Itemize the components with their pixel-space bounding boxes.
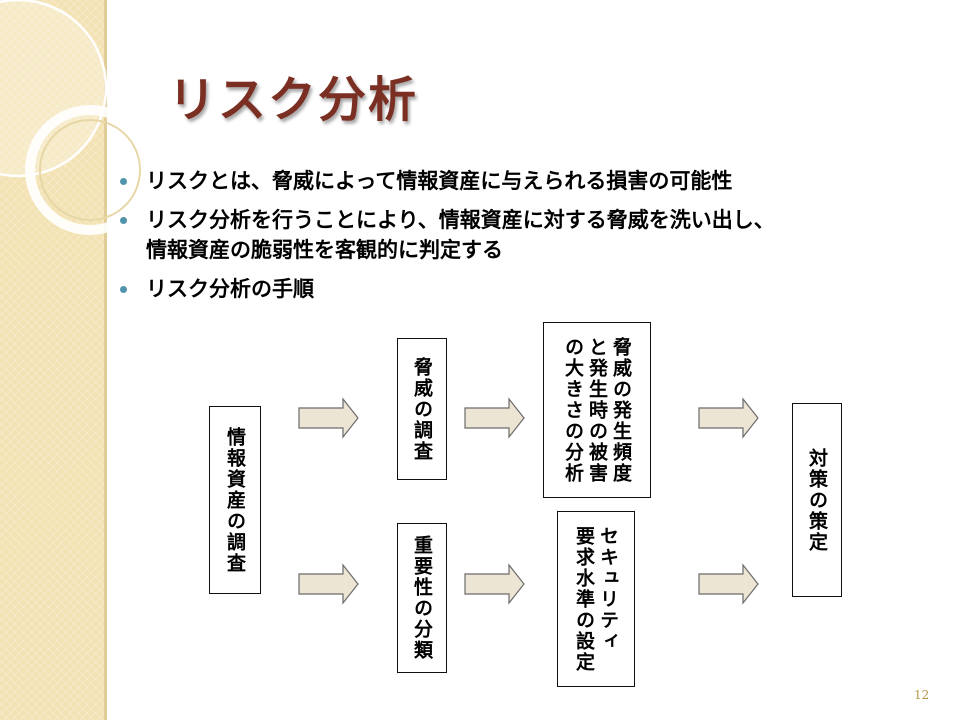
step-asset-survey: 情報資産の調査: [209, 406, 261, 594]
arrow-right-icon: [464, 563, 525, 605]
arrow-right-icon: [464, 397, 525, 439]
bullet-text: リスクとは、脅威によって情報資産に与えられる損害の可能性: [146, 169, 733, 193]
bullet-item-risk-analysis-purpose: リスク分析を行うことにより、情報資産に対する脅威を洗い出し、 情報資産の脆弱性を…: [118, 205, 948, 265]
step-security-level-setting: セキュリティ 要求水準の設定: [557, 511, 635, 687]
page-number: 12: [914, 688, 930, 702]
step-threat-survey: 脅威の調査: [397, 338, 447, 480]
sidebar-edge: [104, 0, 107, 720]
step-countermeasures: 対策の策定: [792, 403, 842, 597]
step-label: 脅威の調査: [411, 356, 433, 462]
bullet-item-risk-analysis-procedure: リスク分析の手順: [118, 274, 948, 304]
step-label: セキュリティ 要求水準の設定: [573, 525, 619, 673]
bullet-text: リスク分析の手順: [146, 277, 314, 301]
decorative-circles: [0, 0, 155, 235]
step-threat-frequency-analysis: 脅威の発生頻度 と発生時の被害 の大きさの分析: [543, 322, 651, 498]
bullet-text: リスク分析を行うことにより、情報資産に対する脅威を洗い出し、 情報資産の脆弱性を…: [146, 208, 775, 262]
arrow-right-icon: [698, 563, 759, 605]
arrow-right-icon: [298, 563, 359, 605]
slide-title: リスク分析: [168, 72, 419, 128]
arrow-right-icon: [698, 397, 759, 439]
step-label: 重要性の分類: [411, 535, 433, 661]
bullet-item-risk-definition: リスクとは、脅威によって情報資産に与えられる損害の可能性: [118, 166, 948, 196]
deco-ring: [25, 105, 155, 235]
step-importance-classification: 重要性の分類: [397, 523, 447, 673]
bullet-dot-icon: [120, 286, 127, 293]
arrow-right-icon: [298, 397, 359, 439]
bullet-dot-icon: [120, 217, 127, 224]
bullet-dot-icon: [120, 178, 127, 185]
deco-circle-large: [0, 0, 108, 178]
step-label: 脅威の発生頻度 と発生時の被害 の大きさの分析: [562, 336, 632, 484]
step-label: 対策の策定: [806, 447, 828, 553]
deco-ring-inner: [39, 119, 141, 221]
bullet-list: リスクとは、脅威によって情報資産に与えられる損害の可能性 リスク分析を行うことに…: [118, 166, 948, 313]
step-label: 情報資産の調査: [224, 426, 246, 574]
